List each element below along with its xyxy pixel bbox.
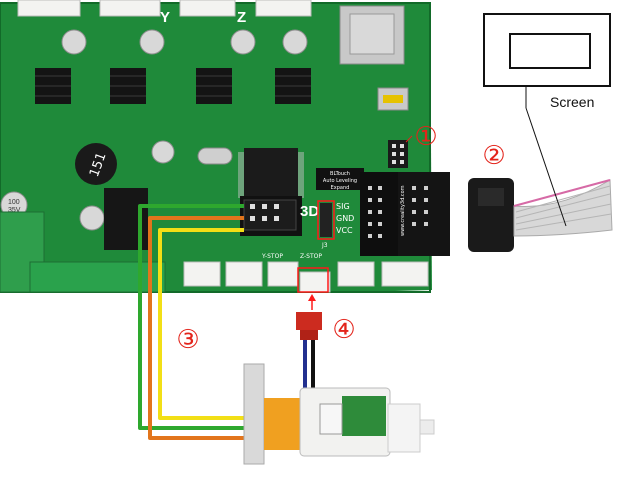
callout-number-1: ① (414, 122, 437, 152)
pin-vcc: VCC (336, 226, 353, 235)
axis-label-z: Z (237, 9, 246, 26)
power-terminal (0, 211, 166, 293)
crystal (197, 147, 233, 165)
lcd-pin-header (388, 140, 408, 168)
silk-bltouch-line1: Auto Leveling (323, 178, 357, 184)
silk-bltouch-line2: Expand (331, 185, 350, 191)
silk-bltouch-title: BLTouch (330, 171, 350, 177)
inductor: 151 (75, 143, 117, 185)
probe-header-3pin (240, 196, 302, 236)
silk-zstop: Z-STOP (300, 253, 322, 260)
wire-green (138, 204, 330, 430)
bltouch-probe (243, 363, 435, 465)
usb-connector (377, 87, 409, 111)
cap-label-a: 100 (8, 199, 20, 206)
vendor-mark: www.creality3d.com (400, 185, 406, 236)
screen-label: Screen (550, 94, 594, 110)
callout-number-4: ④ (332, 315, 355, 345)
wire-orange (148, 216, 330, 440)
screen-icon: Screen (483, 13, 611, 227)
axis-label-y: Y (160, 9, 170, 26)
callout-1: ① (414, 122, 437, 152)
silk-ystop: Y-STOP (261, 253, 283, 260)
bottom-connectors (183, 261, 429, 293)
cap-label-b: 35V (8, 207, 21, 214)
driver-heatsinks (35, 68, 311, 104)
screen-cable (468, 178, 613, 252)
top-connectors (17, 0, 312, 17)
silk-j3: J3 (321, 242, 328, 249)
mcu-chip (238, 148, 304, 202)
sd-card-slot (339, 5, 405, 65)
callout-1-leader (405, 135, 413, 143)
callout-3: ③ (176, 325, 199, 355)
silk-3d: 3D (300, 203, 319, 220)
capacitors-top (61, 29, 308, 55)
sig-gnd-vcc-header: SIG GND VCC J3 (317, 200, 354, 249)
zstop-highlight (297, 267, 329, 293)
pin-gnd: GND (336, 214, 354, 223)
exp-header: www.creality3d.com (360, 172, 450, 256)
zstop-arrow (308, 294, 316, 310)
callout-number-3: ③ (176, 325, 199, 355)
callout-number-2: ② (482, 141, 505, 171)
bltouch-silk: BLTouch Auto Leveling Expand (316, 168, 364, 191)
mainboard: Y Z (0, 0, 450, 293)
callout-4: ④ (332, 315, 355, 345)
callout-2: ② (482, 141, 505, 171)
pin-sig: SIG (336, 202, 350, 211)
